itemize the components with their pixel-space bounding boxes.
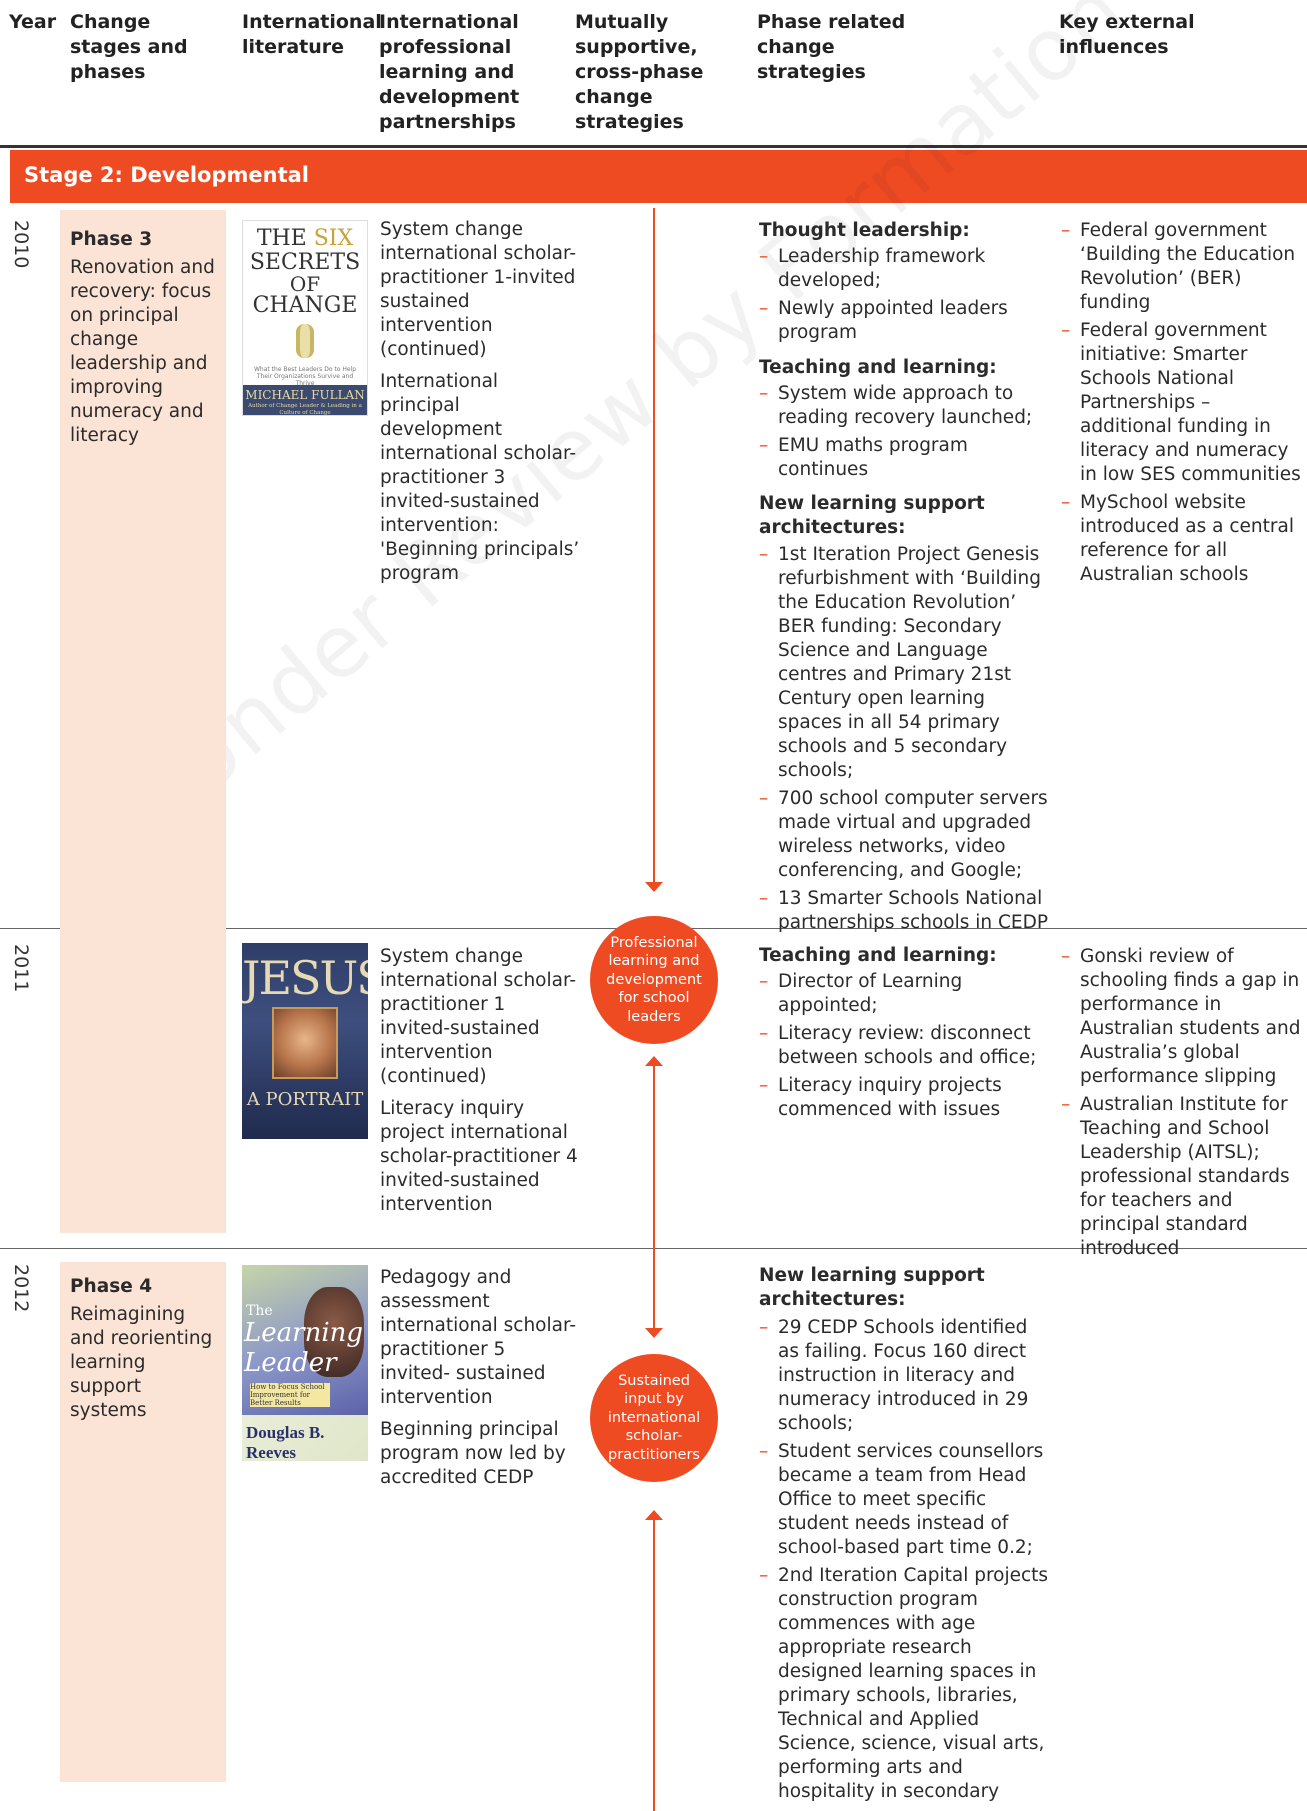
list-item: 13 Smarter Schools National partnerships… <box>759 887 1049 935</box>
list-item: MySchool website introduced as a central… <box>1061 491 1301 587</box>
list-item: 1st Iteration Project Genesis refurbishm… <box>759 543 1049 783</box>
circle-professional-learning: Professional learning and development fo… <box>590 916 718 1044</box>
year-2011: 2011 <box>10 944 32 993</box>
timeline-line-top <box>653 208 655 884</box>
year-2012: 2012 <box>10 1264 32 1313</box>
phase-3-panel <box>60 210 226 1233</box>
list-item: Federal government initiative: Smarter S… <box>1061 319 1301 487</box>
list-item: Literacy inquiry projects commenced with… <box>759 1074 1049 1122</box>
list-item: System wide approach to reading recovery… <box>759 382 1049 430</box>
strategy-heading: New learning support architectures: <box>759 493 985 538</box>
circle-sustained-input: Sustained input by international scholar… <box>590 1354 718 1482</box>
strategy-list: System wide approach to reading recovery… <box>759 382 1049 486</box>
list-item: Director of Learning appointed; <box>759 970 1049 1018</box>
partnership-2012-2: Beginning principal program now led by a… <box>380 1419 566 1488</box>
list-item: Student services counsellors became a te… <box>759 1440 1049 1560</box>
partnership-2010-1: System change international scholar-prac… <box>380 219 577 360</box>
strategy-list: 1st Iteration Project Genesis refurbishm… <box>759 543 1049 939</box>
book-cover-jesus: JESUS A PORTRAIT <box>242 943 368 1139</box>
apple-core-icon <box>296 324 314 358</box>
phase-4-title: Phase 4 <box>70 1276 153 1297</box>
header-influences: Key external influences <box>1059 11 1195 58</box>
list-item: Gonski review of schooling finds a gap i… <box>1061 945 1301 1089</box>
timeline-line-middle <box>653 1066 655 1330</box>
phase-3-title: Phase 3 <box>70 229 153 250</box>
stage-title: Stage 2: Developmental <box>24 163 309 187</box>
strategy-list: 29 CEDP Schools identified as failing. F… <box>759 1316 1049 1808</box>
strategy-heading: Teaching and learning: <box>759 357 997 378</box>
list-item: 2nd Iteration Capital projects construct… <box>759 1564 1049 1804</box>
list-item: Federal government ‘Building the Educati… <box>1061 219 1301 315</box>
strategy-list: Director of Learning appointed; Literacy… <box>759 970 1049 1126</box>
list-item: 29 CEDP Schools identified as failing. F… <box>759 1316 1049 1436</box>
timeline-line-bottom <box>653 1520 655 1811</box>
list-item: Australian Institute for Teaching and Sc… <box>1061 1093 1301 1261</box>
header-stages: Change stages and phases <box>70 11 188 83</box>
influences-list-2010: Federal government ‘Building the Educati… <box>1061 219 1301 591</box>
strategy-list: Leadership framework developed; Newly ap… <box>759 245 1049 349</box>
stage-bar: Stage 2: Developmental <box>10 150 1307 203</box>
phase-4-desc: Reimagining and reorienting learning sup… <box>70 1304 213 1421</box>
list-item: EMU maths program continues <box>759 434 1049 482</box>
header-partnerships: International professional learning and … <box>379 11 520 133</box>
arrow-up-icon <box>645 1510 663 1520</box>
list-item: Leadership framework developed; <box>759 245 1049 293</box>
header-rule <box>0 145 1307 148</box>
strategy-heading: Teaching and learning: <box>759 945 997 966</box>
book-cover-learning-leader: The Learning Leader How to Focus School … <box>242 1265 368 1461</box>
arrow-down-icon <box>645 882 663 892</box>
partnership-2012-1: Pedagogy and assessment international sc… <box>380 1267 577 1408</box>
portrait-image <box>272 1007 338 1079</box>
header-literature: International literature <box>242 11 382 58</box>
influences-list-2011: Gonski review of schooling finds a gap i… <box>1061 945 1301 1265</box>
header-cross-phase: Mutually supportive, cross-phase change … <box>575 11 704 133</box>
strategy-heading: New learning support architectures: <box>759 1265 985 1310</box>
partnership-2010-2: International principal development inte… <box>380 371 580 584</box>
list-item: 700 school computer servers made virtual… <box>759 787 1049 883</box>
header-year: Year <box>9 11 57 33</box>
partnership-2011-1: System change international scholar-prac… <box>380 946 577 1087</box>
list-item: Literacy review: disconnect between scho… <box>759 1022 1049 1070</box>
list-item: Newly appointed leaders program <box>759 297 1049 345</box>
partnership-2011-2: Literacy inquiry project international s… <box>380 1098 578 1215</box>
header-phase-strategies: Phase related change strategies <box>757 11 906 83</box>
strategy-heading: Thought leadership: <box>759 220 970 241</box>
portrait-image <box>304 1287 364 1377</box>
phase-3-desc: Renovation and recovery: focus on princi… <box>70 257 215 446</box>
arrow-down-icon <box>645 1328 663 1338</box>
book-cover-six-secrets: THE SIX SECRETS OF CHANGE What the Best … <box>242 220 368 416</box>
year-2010: 2010 <box>10 220 32 269</box>
arrow-up-icon <box>645 1056 663 1066</box>
phase-4-panel <box>60 1262 226 1782</box>
